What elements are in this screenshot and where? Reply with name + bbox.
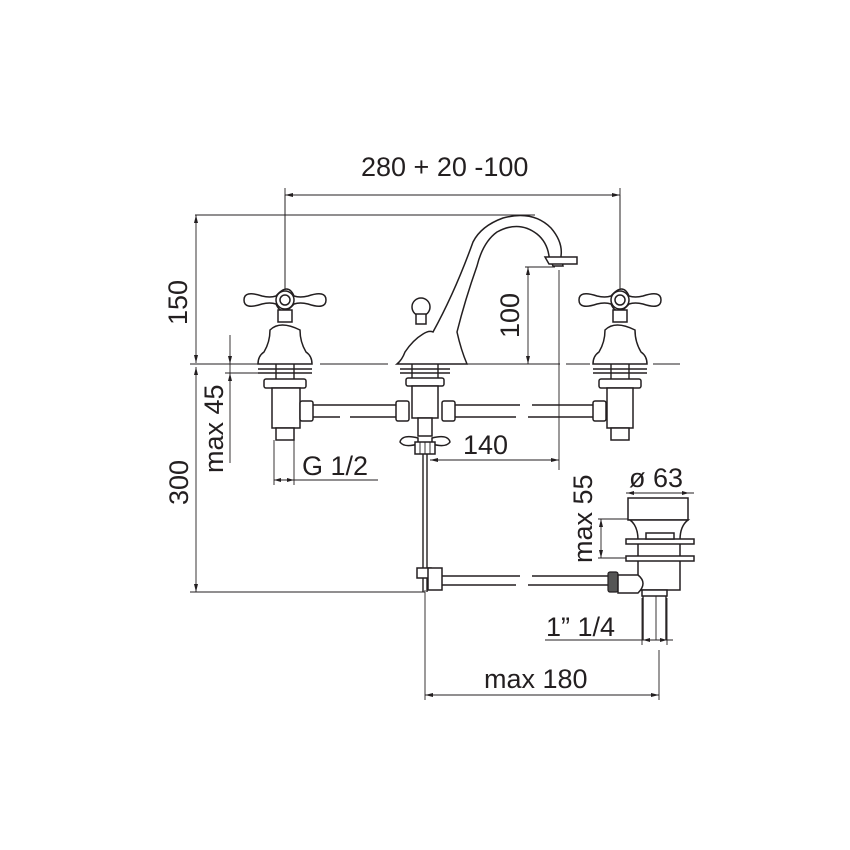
dimension-lines bbox=[190, 188, 694, 700]
right-cross-handle-valve bbox=[578, 195, 662, 441]
basin-waste-outlet bbox=[442, 497, 695, 640]
max-55-label: max 55 bbox=[568, 474, 598, 563]
diameter-63-label: ø 63 bbox=[629, 463, 683, 493]
center-spout-with-popup-knob bbox=[345, 214, 597, 592]
max-45-label: max 45 bbox=[199, 384, 229, 473]
top-width-label: 280 + 20 -100 bbox=[361, 152, 528, 182]
waste-thread-label: 1” 1/4 bbox=[546, 612, 615, 642]
max-180-label: max 180 bbox=[484, 664, 588, 694]
height-150-label: 150 bbox=[163, 280, 193, 325]
offset-140-label: 140 bbox=[463, 430, 508, 460]
spout-height-label: 100 bbox=[495, 293, 525, 338]
left-cross-handle-valve bbox=[243, 195, 345, 441]
dimension-labels: 280 + 20 -100 150 100 max 45 300 G 1/2 1… bbox=[163, 152, 683, 694]
height-300-label: 300 bbox=[164, 460, 194, 505]
thread-g-label: G 1/2 bbox=[302, 451, 368, 481]
